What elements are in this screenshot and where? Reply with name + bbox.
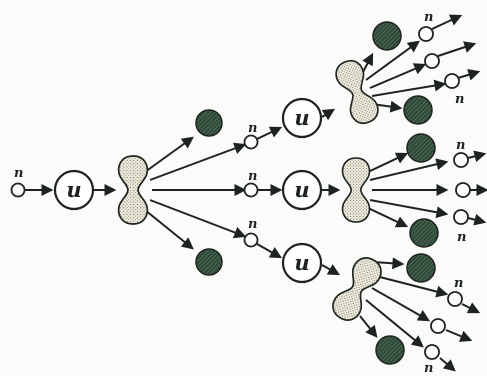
fission-fragment-icon (409, 218, 439, 248)
neutron-icon (243, 134, 259, 150)
neutron-label: n (248, 169, 257, 184)
neutron-icon (447, 291, 463, 307)
neutron-icon (243, 182, 259, 198)
arrow-to-neutron (369, 199, 449, 219)
neutron-icon (418, 26, 434, 42)
neutron-icon (453, 152, 469, 168)
fission-fragment-icon (375, 335, 405, 365)
arrow-to-neutron (371, 79, 447, 97)
neutron-label: n (14, 166, 23, 181)
nucleus-icon (281, 242, 323, 284)
arrow-neutron-out (431, 14, 463, 30)
arrow-to-neutron (371, 287, 431, 322)
arrow-to-neutron (149, 142, 247, 181)
splitting-nucleus-icon (117, 155, 149, 225)
nucleus-label: u (294, 177, 309, 202)
arrow-to-fragment (144, 136, 194, 173)
arrow-to-fragment (144, 209, 194, 250)
neutron-label: n (424, 10, 433, 25)
arrow-to-fragment (367, 207, 409, 228)
arrow-to-neutron (375, 275, 449, 298)
neutron-icon (455, 182, 471, 198)
neutron-icon (10, 182, 26, 198)
neutron-label: n (456, 138, 465, 153)
arrow-neutron-out (467, 213, 487, 226)
fission-fragment-icon (406, 253, 436, 283)
arrow-to-neutron (149, 199, 247, 239)
arrow-to-neutron (365, 299, 424, 348)
neutron-icon (424, 53, 440, 69)
labels-group: u u u u n n n n n n n n n n (14, 10, 466, 376)
neutron-label: n (455, 92, 464, 107)
neutron-label: n (424, 361, 433, 376)
nucleus-label: u (66, 177, 81, 202)
arrow-neutron-to-nucleus (256, 243, 283, 259)
arrow-to-neutron (369, 158, 449, 181)
arrow-nucleus-to-split (321, 108, 336, 121)
arrow-neutron-out (457, 69, 481, 81)
arrow-neutron-out (461, 302, 481, 314)
fragments-group (195, 21, 439, 365)
splitting-nucleus-icon (331, 55, 383, 129)
nucleus-icon (281, 97, 323, 139)
splitting-nucleus-icon (341, 157, 371, 223)
fission-fragment-icon (195, 248, 223, 276)
splitting-nucleus-icon (327, 252, 387, 326)
arrow-neutron-out (439, 357, 456, 372)
arrow-to-fragment (373, 257, 405, 270)
arrow-neutron-out (467, 150, 487, 163)
arrow-neutron-out (437, 41, 477, 57)
neutron-label: n (248, 217, 257, 232)
arrow-to-fragment (367, 152, 409, 173)
arrows-group (25, 14, 487, 372)
nucleus-icon (281, 169, 323, 211)
neutron-icon (424, 344, 440, 360)
arrow-to-neutron (365, 40, 420, 81)
arrow-neutron-out (445, 329, 473, 342)
neutron-label: n (457, 230, 466, 245)
fission-fragment-icon (403, 95, 433, 125)
arrow-to-fragment (359, 315, 378, 338)
arrow-nucleus-to-split (321, 264, 341, 276)
neutron-icon (430, 318, 446, 334)
neutron-icon (453, 209, 469, 225)
neutron-icon (243, 232, 259, 248)
nucleus-label: u (294, 105, 309, 130)
arrow-to-neutron (369, 63, 427, 89)
neutron-label: n (454, 276, 463, 291)
nuclei-group (53, 97, 323, 284)
neutron-label: n (248, 121, 257, 136)
arrow-neutron-to-nucleus (256, 126, 283, 140)
nucleus-label: u (294, 250, 309, 275)
neutron-icon (444, 73, 460, 89)
fission-fragment-icon (372, 21, 402, 51)
fission-fragment-icon (406, 133, 436, 163)
nucleus-icon (53, 169, 95, 211)
neutrons-group (10, 26, 471, 360)
fission-fragment-icon (195, 109, 223, 137)
arrow-to-fragment (362, 52, 374, 73)
